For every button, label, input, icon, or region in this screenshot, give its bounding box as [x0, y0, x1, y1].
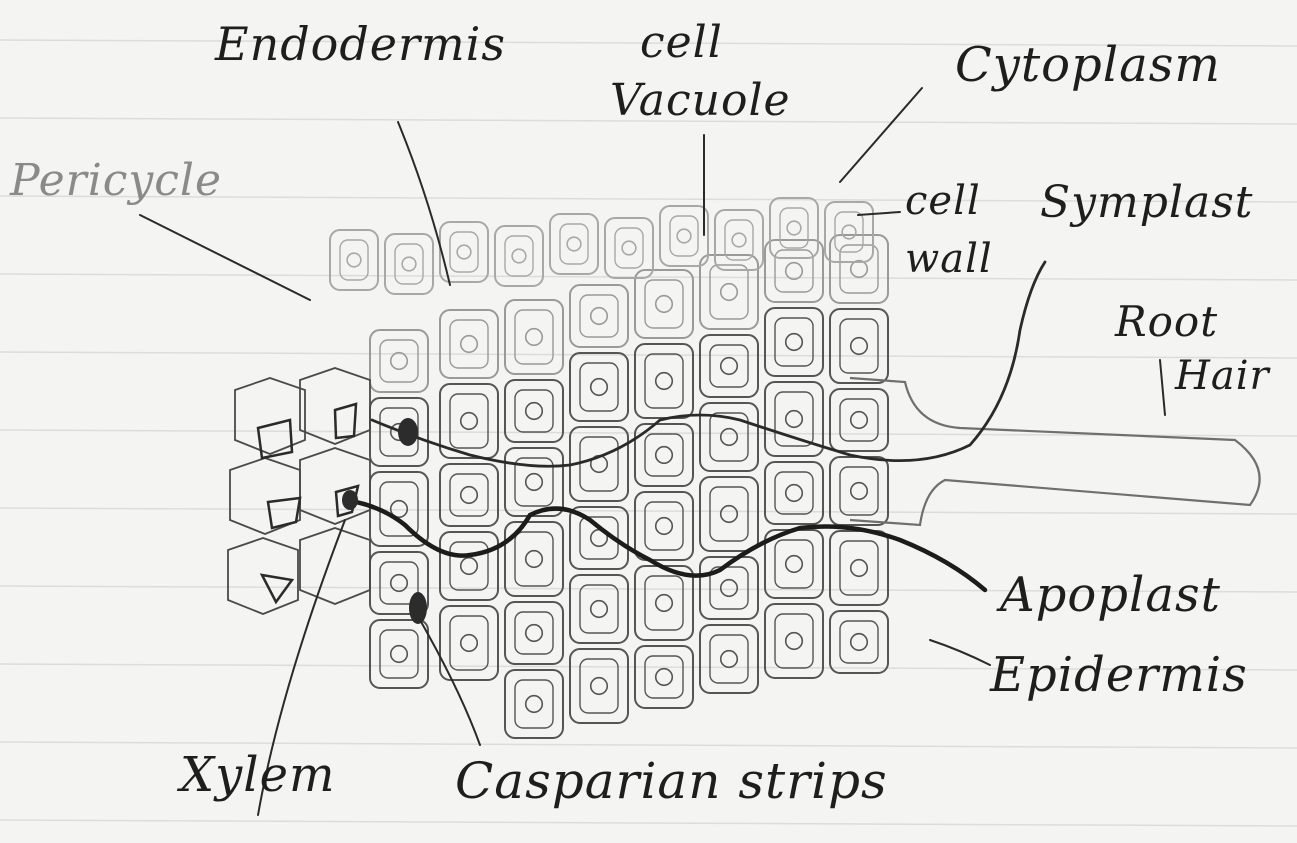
label-cell-vacuole-line2: Vacuole	[610, 78, 791, 124]
label-cytoplasm: Cytoplasm	[955, 40, 1221, 90]
cytoplasm-pointer	[840, 88, 922, 182]
plant-cell	[635, 646, 693, 708]
plant-cell	[570, 507, 628, 569]
plant-cell	[770, 198, 818, 258]
label-pericycle: Pericycle	[10, 158, 222, 204]
plant-cell	[830, 531, 888, 605]
plant-cell	[570, 353, 628, 421]
plant-cell	[505, 300, 563, 374]
plant-cell	[505, 670, 563, 738]
label-root-hair-line1: Root	[1115, 300, 1218, 344]
label-cell-vacuole-line1: cell	[640, 20, 723, 66]
xylem-vessel	[335, 404, 356, 438]
plant-cell	[440, 606, 498, 680]
xylem-vessel	[268, 498, 300, 528]
plant-cell	[505, 602, 563, 664]
plant-cell	[370, 330, 428, 392]
casparian-strip-dot	[398, 418, 418, 446]
ruled-line	[0, 820, 1297, 826]
label-epidermis: Epidermis	[990, 650, 1248, 700]
pericycle-cell	[300, 448, 370, 524]
pericycle-cell	[235, 378, 305, 454]
casparian-strip-dot	[342, 490, 358, 510]
cell-wall-pointer	[858, 212, 900, 215]
plant-cell	[635, 270, 693, 338]
plant-cell	[765, 462, 823, 524]
plant-cell	[825, 202, 873, 262]
plant-cell	[700, 625, 758, 693]
label-endodermis: Endodermis	[215, 20, 506, 68]
plant-cell	[830, 611, 888, 673]
ruled-line	[0, 508, 1297, 514]
plant-cell	[635, 492, 693, 560]
pericycle-cell	[300, 528, 370, 604]
endodermis-pointer	[398, 122, 450, 285]
label-apoplast: Apoplast	[1000, 570, 1221, 620]
plant-cell	[830, 309, 888, 383]
plant-cell	[440, 532, 498, 600]
label-cell-wall-line2: wall	[905, 238, 993, 280]
plant-cell	[385, 234, 433, 294]
plant-cell	[700, 557, 758, 619]
plant-cell	[700, 403, 758, 471]
plant-cell	[660, 206, 708, 266]
plant-cell	[570, 649, 628, 723]
label-symplast: Symplast	[1040, 180, 1253, 226]
plant-cell	[830, 235, 888, 303]
plant-cell	[700, 335, 758, 397]
plant-cell	[440, 464, 498, 526]
plant-cell	[370, 620, 428, 688]
root-hair-outline	[850, 378, 1260, 525]
plant-cell	[505, 448, 563, 516]
xylem-vessel	[262, 575, 292, 602]
pericycle-pointer	[140, 215, 310, 300]
plant-cell	[550, 214, 598, 274]
plant-cell	[715, 210, 763, 270]
plant-cell	[570, 285, 628, 347]
label-root-hair-line2: Hair	[1175, 355, 1270, 397]
plant-cell	[830, 389, 888, 451]
plant-cell	[700, 255, 758, 329]
plant-cell	[440, 310, 498, 378]
casparian-strip-dot	[409, 592, 427, 624]
label-cell-wall-line1: cell	[905, 180, 981, 222]
label-casparian-strips: Casparian strips	[455, 755, 888, 808]
plant-cell	[330, 230, 378, 290]
plant-cell	[700, 477, 758, 551]
cell-grid	[228, 198, 888, 738]
epidermis-pointer	[930, 640, 990, 665]
plant-cell	[830, 457, 888, 525]
plant-cell	[765, 308, 823, 376]
plant-cell	[765, 240, 823, 302]
symplast-pathway	[372, 262, 1045, 466]
root-hair-pointer	[1160, 360, 1165, 415]
label-xylem: Xylem	[180, 750, 336, 800]
plant-cell	[570, 575, 628, 643]
plant-cell	[635, 566, 693, 640]
